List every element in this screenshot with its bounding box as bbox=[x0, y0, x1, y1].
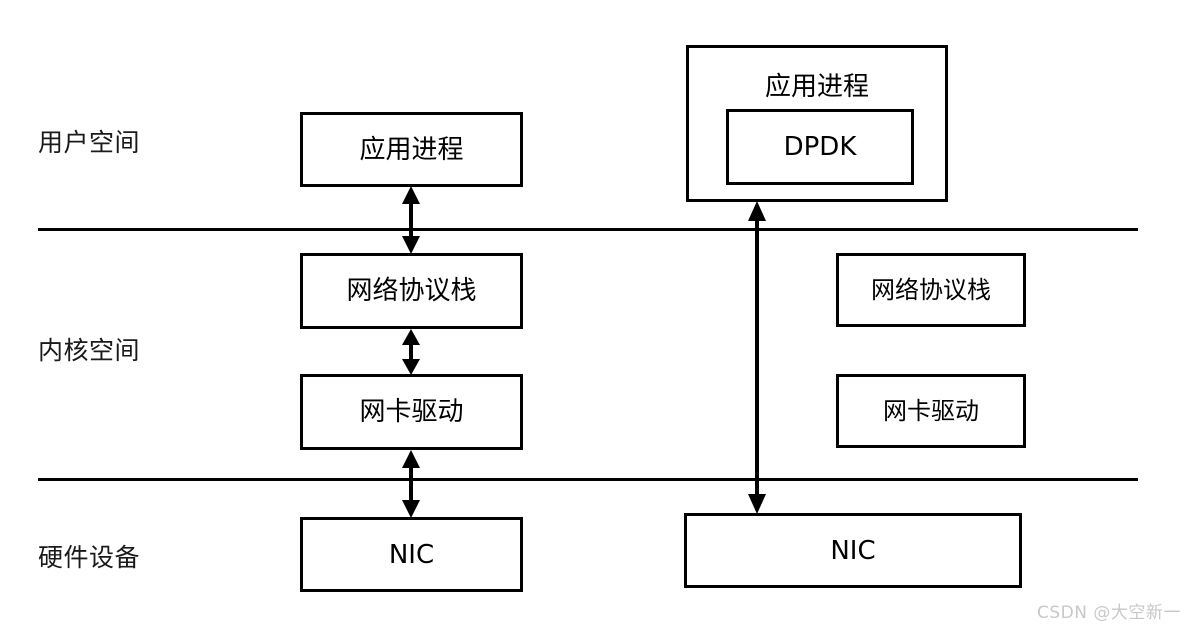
box-left-nic[interactable]: NIC bbox=[300, 517, 523, 592]
box-left-nic-driver[interactable]: 网卡驱动 bbox=[300, 374, 523, 450]
arrow-left-driver-to-nic bbox=[402, 450, 420, 518]
zone-label-hardware: 硬件设备 bbox=[38, 543, 141, 572]
box-left-nic-driver-label: 网卡驱动 bbox=[359, 397, 464, 427]
box-right-dpdk-label: DPDK bbox=[783, 132, 857, 162]
box-left-app-process[interactable]: 应用进程 bbox=[300, 112, 523, 187]
zone-label-kernel-space: 内核空间 bbox=[38, 336, 141, 365]
box-left-protocol-stack[interactable]: 网络协议栈 bbox=[300, 253, 523, 329]
watermark: CSDN @大空新一 bbox=[1037, 603, 1181, 623]
box-right-nic-label: NIC bbox=[830, 535, 876, 566]
arrow-right-dpdk-bypass bbox=[748, 201, 766, 514]
box-right-dpdk[interactable]: DPDK bbox=[726, 109, 914, 185]
zone-label-user-space: 用户空间 bbox=[38, 128, 141, 157]
arrow-left-protocol-to-driver bbox=[402, 329, 420, 375]
box-right-app-process-label: 应用进程 bbox=[764, 72, 869, 102]
box-left-nic-label: NIC bbox=[388, 539, 435, 570]
divider-kernel-hardware bbox=[38, 478, 1138, 481]
box-right-nic-driver[interactable]: 网卡驱动 bbox=[836, 374, 1026, 448]
box-left-app-process-label: 应用进程 bbox=[359, 134, 464, 165]
arrow-left-app-to-protocol bbox=[402, 186, 420, 254]
box-right-protocol-stack-label: 网络协议栈 bbox=[871, 276, 991, 304]
box-right-app-process[interactable]: 应用进程 DPDK bbox=[686, 45, 948, 202]
box-right-nic-driver-label: 网卡驱动 bbox=[883, 397, 979, 425]
box-left-protocol-stack-label: 网络协议栈 bbox=[346, 276, 477, 306]
box-right-protocol-stack[interactable]: 网络协议栈 bbox=[836, 253, 1026, 327]
divider-user-kernel bbox=[38, 228, 1138, 231]
box-right-nic[interactable]: NIC bbox=[684, 513, 1022, 588]
